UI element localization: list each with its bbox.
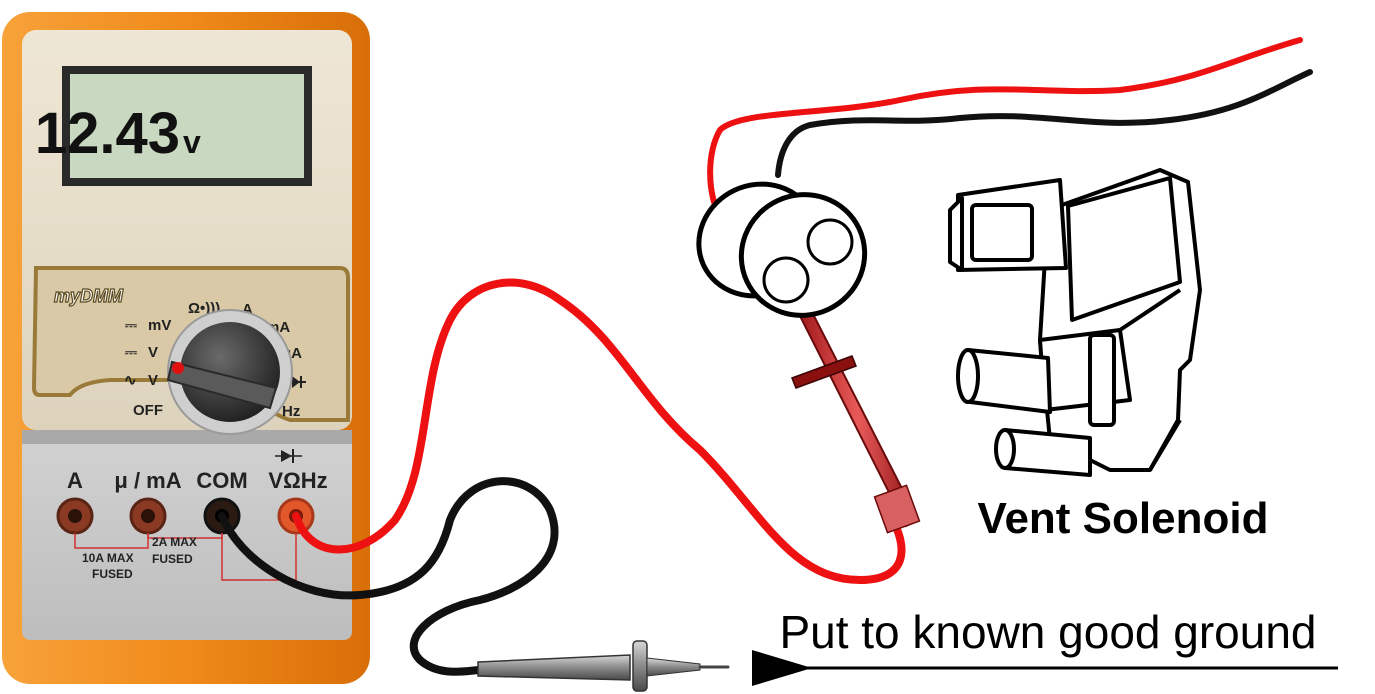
lcd-unit: v bbox=[183, 124, 201, 160]
jack-uma[interactable] bbox=[131, 499, 165, 533]
dc-symbol-2: ⎓ bbox=[125, 344, 137, 361]
dial-label-v-ac: V bbox=[148, 372, 158, 389]
multimeter: 12.43 v myDMM ⎓ mV ⎓ V ∿ V OFF Ω•))) A m… bbox=[2, 12, 370, 684]
connector-pin-socket bbox=[764, 258, 808, 302]
ground-instruction: Put to known good ground bbox=[779, 606, 1316, 658]
fuse-10a-max: 10A MAX bbox=[82, 551, 134, 565]
fuse-fused-1: FUSED bbox=[92, 567, 133, 581]
connector-pin-socket bbox=[808, 220, 852, 264]
knob-indicator-dot bbox=[172, 362, 184, 374]
jack-a[interactable] bbox=[58, 499, 92, 533]
dc-symbol: ⎓ bbox=[125, 317, 137, 334]
solenoid-label: Vent Solenoid bbox=[978, 494, 1269, 543]
panel-divider bbox=[22, 430, 352, 444]
dial-label-mv: mV bbox=[148, 317, 171, 334]
fuse-2a-max: 2A MAX bbox=[152, 535, 197, 549]
rotary-knob[interactable] bbox=[168, 310, 292, 434]
lcd-display: 12.43 v bbox=[35, 66, 312, 186]
vent-solenoid-drawing bbox=[950, 170, 1200, 475]
jack-label-uma: μ / mA bbox=[114, 468, 181, 493]
jack-label-vohm: VΩHz bbox=[268, 468, 327, 493]
brand-logo: myDMM bbox=[54, 286, 124, 306]
dial-label-v-dc: V bbox=[148, 344, 158, 361]
jack-label-a: A bbox=[67, 468, 83, 493]
fuse-fused-2: FUSED bbox=[152, 552, 193, 566]
ac-symbol: ∿ bbox=[124, 372, 137, 389]
jack-label-com: COM bbox=[196, 468, 247, 493]
black-probe bbox=[478, 641, 728, 691]
dial-label-hz: Hz bbox=[282, 403, 300, 420]
dial-label-off: OFF bbox=[133, 402, 163, 419]
lcd-reading: 12.43 bbox=[35, 101, 180, 166]
